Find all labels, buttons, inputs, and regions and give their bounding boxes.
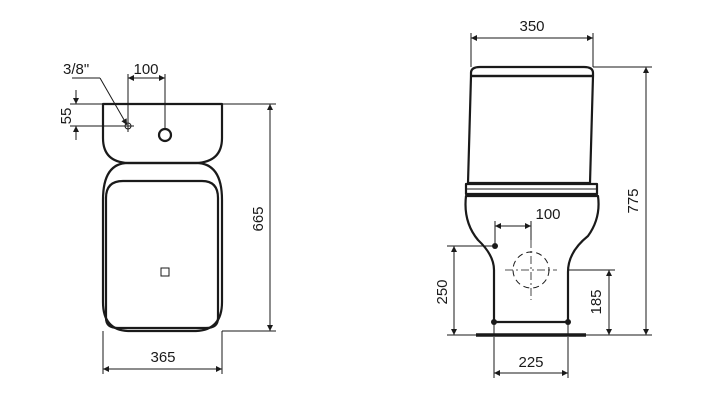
seat-outline — [104, 179, 220, 330]
total-height-label: 775 — [625, 188, 642, 213]
inlet-dot — [492, 243, 498, 249]
bowl-outline — [101, 161, 224, 333]
fixing-point-left — [491, 319, 497, 325]
seat-side-outline — [464, 182, 599, 196]
base-width-label: 225 — [518, 354, 543, 371]
side-view: 350 775 100 250 185 225 — [434, 18, 652, 378]
fixing-height-label: 185 — [588, 289, 605, 314]
outlet-height-label: 250 — [434, 279, 451, 304]
inlet-size-label: 3/8" — [63, 61, 89, 78]
outlet-offset-label: 100 — [535, 206, 560, 223]
tank-lid-outline — [469, 65, 595, 78]
front-width-label: 365 — [150, 349, 175, 366]
tank-width-label: 350 — [519, 18, 544, 35]
front-height-label: 665 — [250, 206, 267, 231]
inlet-height-label: 55 — [58, 108, 75, 125]
front-view: 100 3/8" 55 665 365 — [58, 61, 276, 374]
bowl-side-outline — [464, 194, 600, 324]
seat-hinge-marker — [160, 267, 170, 277]
fixing-point-right — [565, 319, 571, 325]
flush-button — [157, 127, 173, 143]
tank-outline — [466, 74, 595, 185]
cistern-outline — [101, 102, 224, 165]
inlet-offset-label: 100 — [133, 61, 158, 78]
